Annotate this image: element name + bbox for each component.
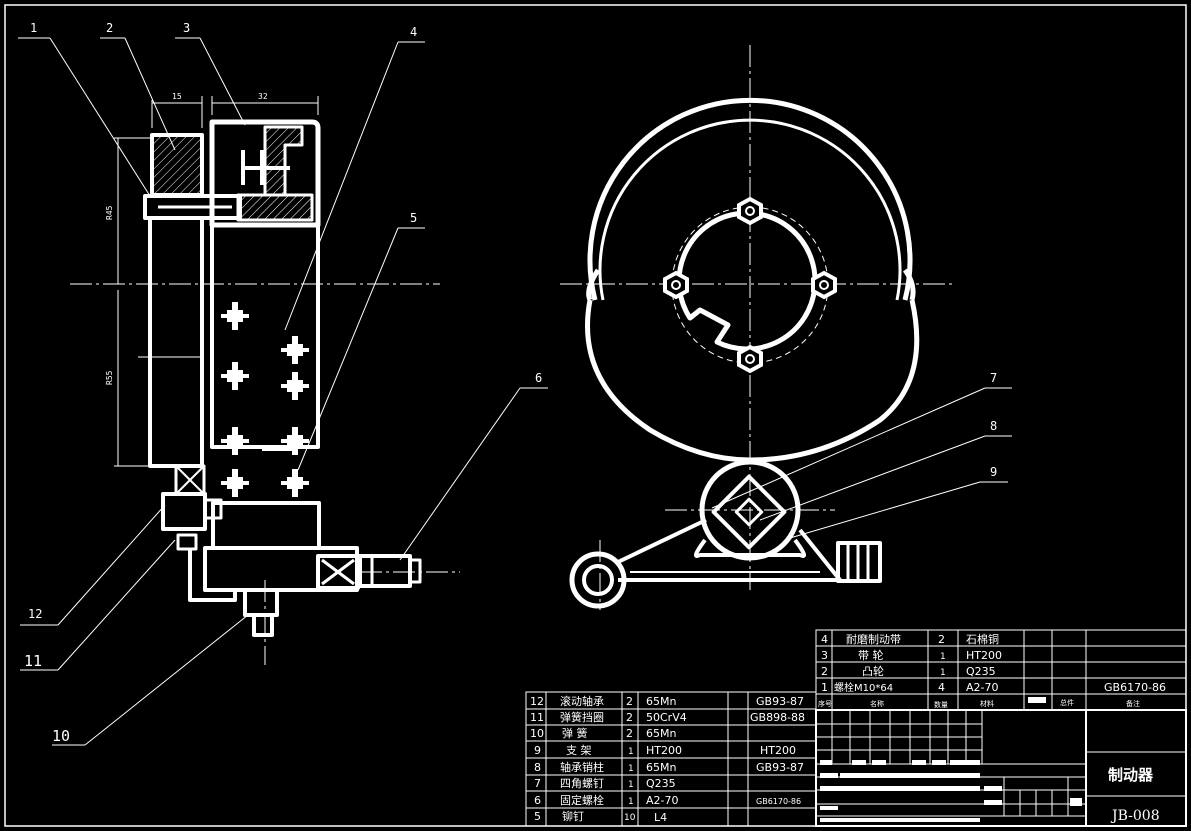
pl-name-4: 轴承销柱: [560, 760, 604, 774]
pl-no-0: 12: [530, 695, 544, 708]
ph-name: 名称: [870, 699, 884, 708]
balloon-1: 1: [30, 21, 37, 35]
pl-std-3: HT200: [760, 744, 796, 757]
rivets: [221, 302, 309, 497]
pu-mat-0: 石棉铜: [966, 632, 999, 646]
pl-name-3: 支 架: [566, 744, 592, 757]
balloon-5: 5: [410, 211, 417, 225]
drawing-title: 制动器: [1108, 766, 1154, 784]
hex-nut-holes: [671, 206, 829, 364]
section-view: [143, 119, 422, 637]
pl-no-4: 8: [534, 761, 541, 774]
pl-mat-0: 65Mn: [646, 695, 676, 708]
pu-no-1: 3: [821, 649, 828, 662]
pl-qty-4: 1: [628, 764, 634, 774]
balloon-6: 6: [535, 371, 542, 385]
front-view: [585, 97, 920, 463]
parts-upper-text: 4 耐磨制动带 2 石棉铜 3 带 轮 1 HT200 2 凸轮 1 Q235 …: [818, 632, 1166, 709]
balloon-2: 2: [106, 21, 113, 35]
parts-list-lower: [525, 691, 817, 827]
pl-qty-2: 2: [626, 727, 633, 740]
pu-mat-1: HT200: [966, 649, 1002, 662]
ph-weight: 总件: [1060, 698, 1074, 707]
pl-std-0: GB93-87: [756, 695, 804, 708]
balloon-7: 7: [990, 371, 997, 385]
drawing-number: JB-008: [1110, 808, 1160, 824]
pu-qty-3: 4: [938, 681, 945, 694]
balloon-9: 9: [990, 465, 997, 479]
pu-qty-1: 1: [940, 652, 946, 662]
pl-mat-3: HT200: [646, 744, 682, 757]
pl-name-5: 四角螺钉: [560, 777, 604, 790]
pu-no-2: 2: [821, 665, 828, 678]
pl-mat-7: L4: [654, 811, 667, 824]
balloon-4: 4: [410, 25, 417, 39]
title-block-fills: [820, 760, 1082, 822]
support-bracket: [569, 459, 882, 609]
pl-no-5: 7: [534, 777, 541, 790]
balloon-10: 10: [52, 727, 70, 745]
dimension-lines: [114, 96, 319, 467]
pu-no-3: 1: [821, 681, 828, 694]
pl-name-0: 滚动轴承: [560, 694, 604, 708]
pl-std-1: GB898-88: [750, 711, 805, 724]
pl-qty-0: 2: [626, 695, 633, 708]
pl-qty-3: 1: [628, 747, 634, 757]
pu-qty-0: 2: [938, 633, 945, 646]
ph-note: 备注: [1126, 699, 1140, 708]
leader-lines: [18, 37, 1012, 746]
pl-qty-7: 10: [624, 813, 636, 823]
dim-r45: R45: [105, 205, 114, 220]
pl-mat-5: Q235: [646, 777, 676, 790]
pu-qty-2: 1: [940, 668, 946, 678]
pl-no-1: 11: [530, 711, 544, 724]
pu-name-2: 凸轮: [862, 664, 884, 678]
pl-no-3: 9: [534, 744, 541, 757]
pl-std-6: GB6170-86: [756, 797, 801, 806]
pl-no-7: 5: [534, 810, 541, 823]
balloon-12: 12: [28, 607, 42, 621]
pl-name-6: 固定螺栓: [560, 793, 604, 807]
pl-mat-2: 65Mn: [646, 727, 676, 740]
ph-qty: 数量: [934, 700, 948, 709]
ph-no: 序号: [818, 699, 832, 708]
pl-name-7: 铆钉: [562, 809, 584, 823]
pl-name-2: 弹 簧: [562, 726, 588, 740]
pu-name-1: 带 轮: [858, 648, 884, 662]
ph-mat: 材料: [980, 699, 994, 708]
pl-mat-6: A2-70: [646, 794, 679, 807]
pu-std-3: GB6170-86: [1104, 681, 1166, 694]
pu-no-0: 4: [821, 633, 828, 646]
dim-15: 15: [172, 92, 182, 101]
pl-qty-5: 1: [628, 780, 634, 790]
pl-mat-4: 65Mn: [646, 761, 676, 774]
pl-qty-1: 2: [626, 711, 633, 724]
pl-qty-6: 1: [628, 797, 634, 807]
pl-no-2: 10: [530, 727, 544, 740]
pl-name-1: 弹簧挡圈: [560, 710, 604, 724]
pu-mat-3: A2-70: [966, 681, 999, 694]
pu-mat-2: Q235: [966, 665, 996, 678]
pl-mat-1: 50CrV4: [646, 711, 687, 724]
balloon-3: 3: [183, 21, 190, 35]
balloon-11: 11: [24, 652, 42, 670]
pu-name-3: 螺栓M10*64: [834, 681, 893, 694]
pl-no-6: 6: [534, 794, 541, 807]
balloon-labels: 1 2 3 4 5 6 7 8 9 10 11 12: [24, 21, 997, 745]
parts-lower-text: 12 滚动轴承 2 65Mn GB93-87 11 弹簧挡圈 2 50CrV4 …: [530, 694, 805, 824]
pu-name-0: 耐磨制动带: [846, 633, 901, 646]
header-fill-block: [1028, 697, 1046, 703]
balloon-8: 8: [990, 419, 997, 433]
dim-32: 32: [258, 92, 268, 101]
dim-r55: R55: [105, 370, 114, 385]
pl-std-4: GB93-87: [756, 761, 804, 774]
